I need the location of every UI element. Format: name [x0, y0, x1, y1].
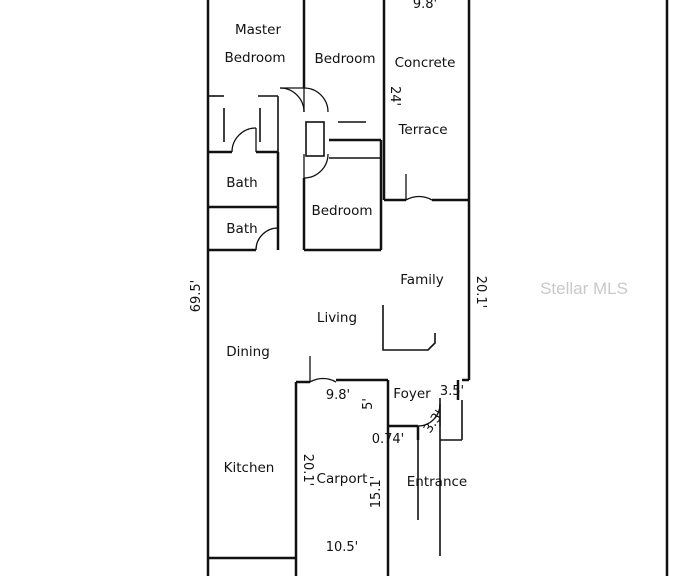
- watermark: Stellar MLS: [540, 279, 628, 298]
- label-kitchen: Kitchen: [224, 460, 275, 476]
- room-labels: Master Bedroom Bedroom Concrete Terrace …: [224, 22, 468, 490]
- label-bedroom-top: Bedroom: [314, 51, 375, 67]
- door-swings: [231, 87, 441, 427]
- dim-carport-length: 20.1': [300, 454, 315, 487]
- dim-carport-inner: 15.1': [369, 476, 384, 509]
- dim-carport-width-bottom: 10.5': [326, 540, 359, 555]
- closets: [208, 95, 325, 157]
- bedroom-walls: [302, 0, 471, 252]
- label-master-bedroom: Master: [235, 22, 282, 38]
- dim-entry-angle: 3.3': [421, 408, 447, 436]
- kitchen-counter: [382, 305, 436, 351]
- dim-offset: 0.74': [372, 432, 405, 447]
- label-family: Family: [400, 272, 443, 288]
- label-entrance: Entrance: [407, 474, 468, 490]
- label-carport: Carport: [317, 471, 368, 487]
- label-master-bedroom-2: Bedroom: [224, 50, 285, 66]
- dim-terrace-width: 9.8': [413, 0, 437, 12]
- label-concrete: Concrete: [395, 55, 456, 71]
- dim-foyer-width: 3.5': [440, 384, 464, 399]
- carport-walls: [208, 378, 463, 576]
- label-dining: Dining: [226, 344, 270, 360]
- dim-carport-width-top: 9.8': [326, 388, 350, 403]
- label-bath-2: Bath: [226, 221, 257, 237]
- label-bath-1: Bath: [226, 175, 257, 191]
- label-foyer: Foyer: [393, 386, 431, 402]
- dim-terrace-length: 24': [387, 86, 402, 106]
- label-bedroom-mid: Bedroom: [311, 203, 372, 219]
- dim-family-length: 20.1': [473, 276, 488, 309]
- label-terrace: Terrace: [397, 122, 447, 138]
- dim-foyer-depth: 5': [361, 398, 376, 410]
- label-living: Living: [317, 310, 357, 326]
- dim-overall-length: 69.5': [189, 280, 204, 313]
- dimension-labels: 9.8' 24' 69.5' 20.1' 9.8' 5' 3.5' 3.3' 0…: [189, 0, 488, 555]
